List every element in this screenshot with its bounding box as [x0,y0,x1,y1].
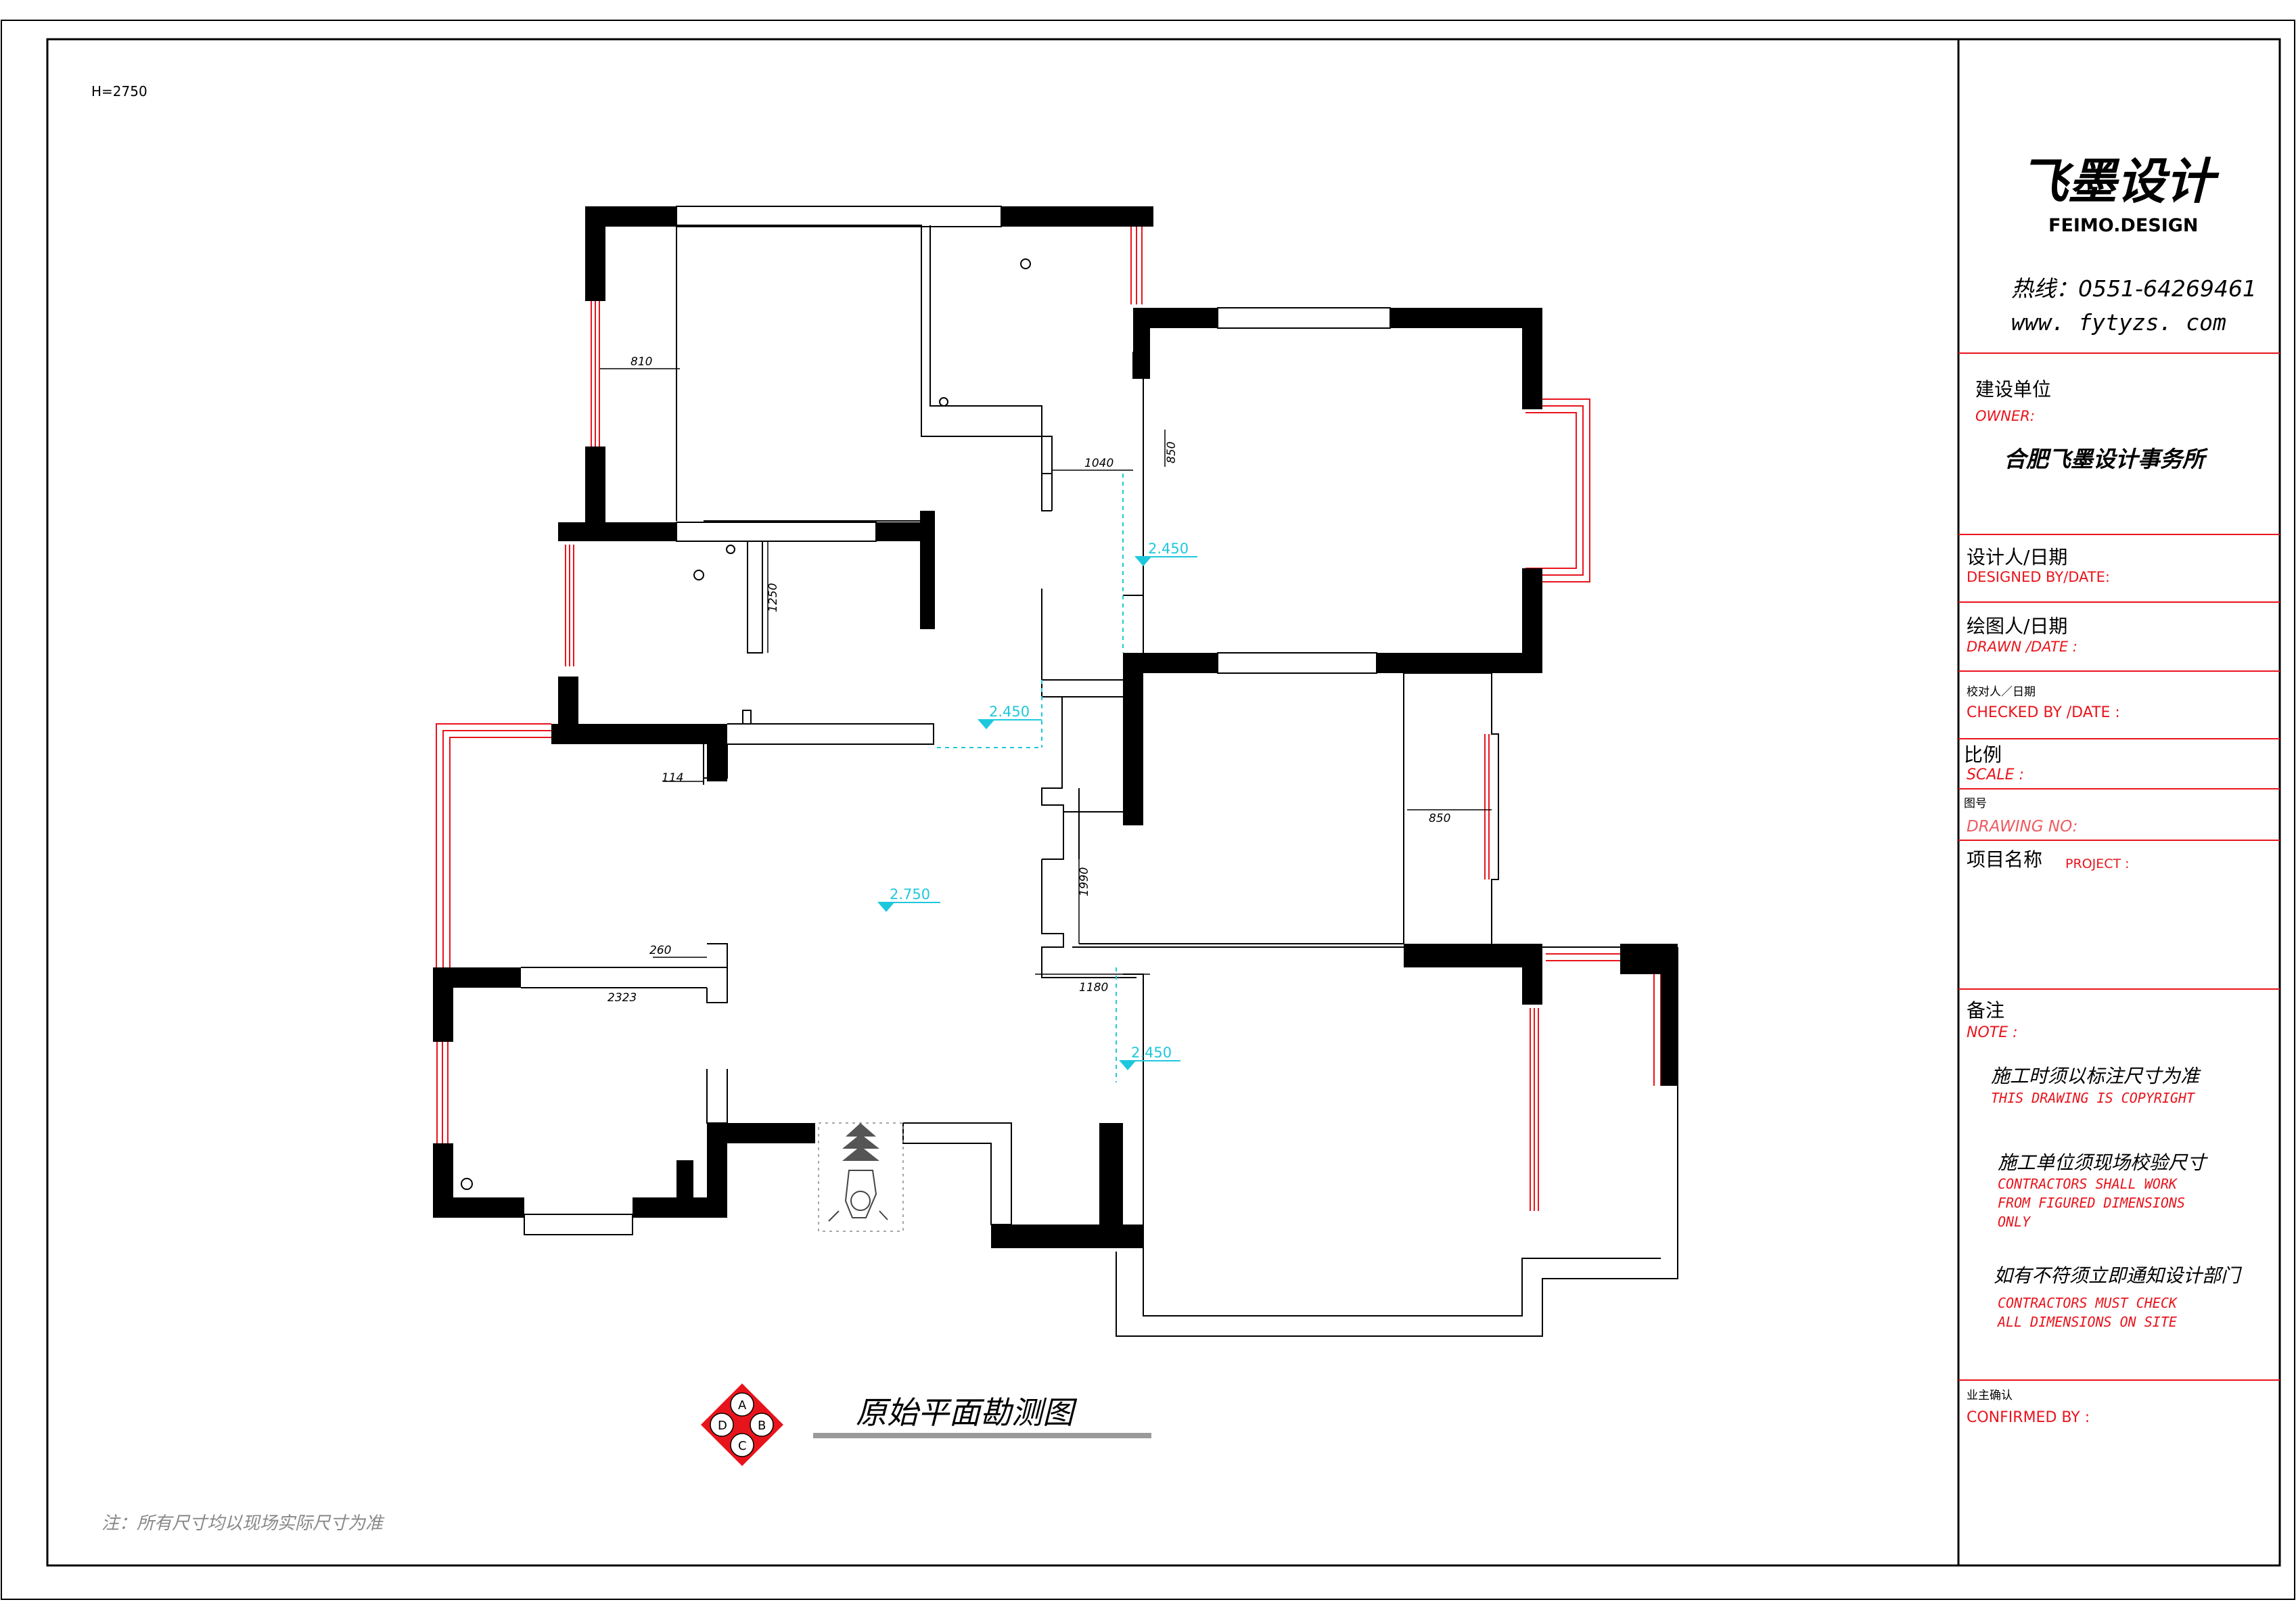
pipes [461,258,1031,1190]
drawing-no-label-en: DRAWING NO: [1967,818,2077,836]
dim-850-a: 850 [1165,442,1178,463]
level-marker: 2.450 [1119,1045,1180,1070]
compass-c: C [738,1439,747,1453]
dim-1040: 1040 [1084,457,1113,470]
project-label: 项目名称 [1967,848,2042,871]
entrance-icon [818,1122,904,1232]
drawing-title: 原始平面勘测图 [856,1394,1078,1431]
level-text-3: 2.750 [890,886,930,902]
inner-frame [46,38,2281,1567]
scale-label-en: SCALE : [1967,766,2024,783]
drawn-label: 绘图人/日期 [1967,615,2067,637]
note-3-en-2: ALL DIMENSIONS ON SITE [1996,1314,2177,1330]
level-text-2: 2.450 [989,704,1030,720]
drawing-no-label: 图号 [1964,797,1987,810]
title-block-rows [1958,352,2280,1381]
note-2-en-2: FROM FIGURED DIMENSIONS [1998,1195,2185,1211]
level-markers: 2.450 2.450 2.750 2.450 [877,541,1197,1070]
title-block: 飞墨设计 FEIMO.DESIGN 热线：0551-64269461 www. … [1958,153,2280,1426]
floor-plan: 810 1040 850 1250 114 850 1990 260 2323 … [433,206,1678,1337]
drawn-label-en: DRAWN /DATE : [1967,639,2077,655]
confirmed-label: 业主确认 [1967,1389,2013,1402]
dim-1180: 1180 [1079,981,1108,994]
designed-label-en: DESIGNED BY/DATE: [1967,569,2110,585]
scale-label: 比例 [1964,743,2002,766]
windows [436,220,1668,1211]
level-marker: 2.450 [978,704,1042,729]
note-1-en: THIS DRAWING IS COPYRIGHT [1991,1090,2196,1106]
dim-1990: 1990 [1078,867,1091,896]
note-2-en-3: ONLY [1998,1214,2031,1230]
outer-frame [1,20,2295,1600]
height-note: H=2750 [91,83,147,99]
checked-label: 校对人／日期 [1967,685,2036,699]
note-label-en: NOTE : [1967,1024,2018,1041]
dimension-texts: 810 1040 850 1250 114 850 1990 260 2323 … [607,355,1450,1005]
project-label-en: PROJECT : [2065,856,2130,871]
dim-114: 114 [662,771,683,785]
dim-850-b: 850 [1429,812,1450,825]
logo-en: FEIMO.DESIGN [2048,215,2199,236]
designed-label: 设计人/日期 [1967,546,2067,568]
title-underline [813,1433,1151,1438]
compass-a: A [738,1398,747,1413]
dim-260: 260 [649,944,671,957]
dim-810: 810 [630,355,652,369]
note-label: 备注 [1967,999,2004,1022]
compass-icon: A B C D [701,1383,783,1466]
drawing-title-block: A B C D 原始平面勘测图 [701,1383,1151,1466]
confirmed-label-en: CONFIRMED BY : [1967,1409,2090,1426]
dim-1250: 1250 [766,583,780,612]
level-marker: 2.450 [1134,541,1197,566]
dim-2323: 2323 [607,991,637,1005]
shaft-wedge [676,1160,693,1197]
level-guides [937,474,1124,1082]
hotline: 热线：0551-64269461 [2011,275,2257,302]
level-text-4: 2.450 [1131,1045,1172,1061]
bottom-note: 注：所有尺寸均以现场实际尺寸为准 [101,1513,385,1534]
compass-b: B [758,1419,766,1433]
level-text-1: 2.450 [1148,541,1189,557]
compass-d: D [718,1419,727,1433]
note-3-en-1: CONTRACTORS MUST CHECK [1998,1295,2178,1311]
window-frames [524,206,1391,1235]
note-2-en-1: CONTRACTORS SHALL WORK [1998,1176,2178,1192]
structural-walls [433,206,1678,1248]
owner-value: 合肥飞墨设计事务所 [2004,446,2209,472]
owner-label: 建设单位 [1975,378,2051,400]
website: www. fytyzs. com [2011,309,2226,336]
note-2-cn: 施工单位须现场校验尺寸 [1998,1151,2208,1174]
note-3-cn: 如有不符须立即通知设计部门 [1994,1264,2243,1287]
owner-label-en: OWNER: [1975,408,2035,424]
checked-label-en: CHECKED BY /DATE : [1967,704,2120,721]
note-1-cn: 施工时须以标注尺寸为准 [1991,1065,2201,1087]
logo-cn: 飞墨设计 [2019,153,2220,210]
level-marker: 2.750 [877,886,940,912]
dimension-lines [600,368,1492,975]
